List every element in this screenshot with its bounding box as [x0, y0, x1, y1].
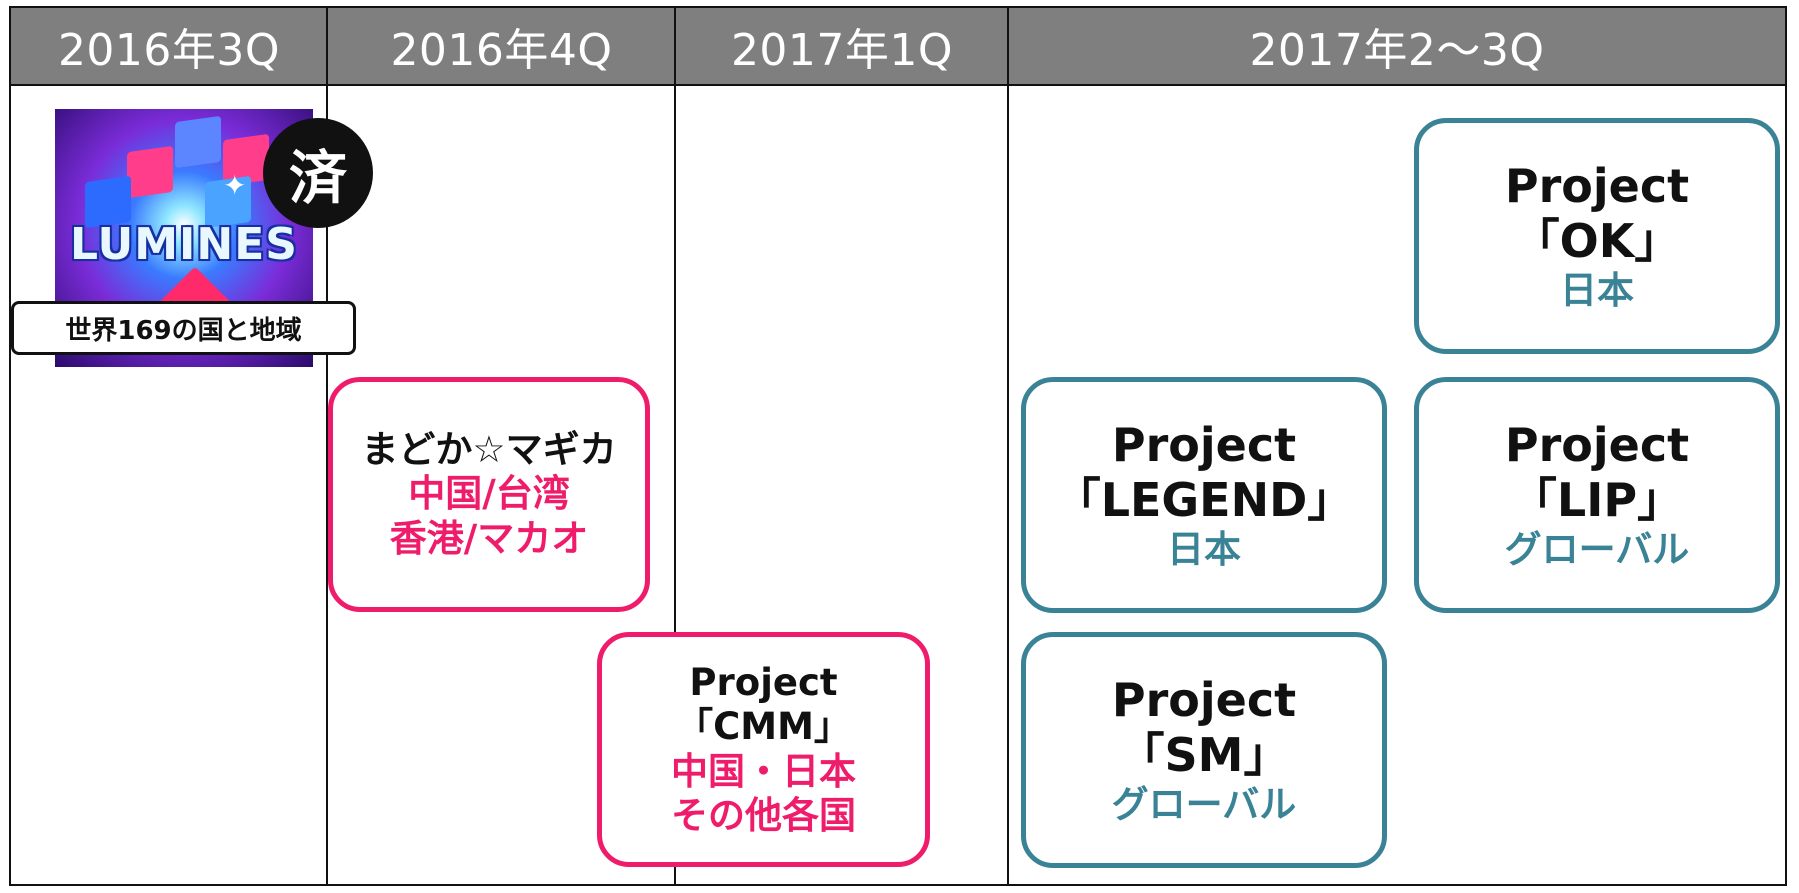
card-madoka: まどか☆マギカ 中国/台湾 香港/マカオ: [328, 377, 650, 612]
header-2016-4q: 2016年4Q: [390, 25, 613, 76]
card-ok-name: 「OK」: [1513, 213, 1681, 268]
card-madoka-region2: 香港/マカオ: [389, 516, 589, 560]
card-lip-title: Project: [1504, 417, 1690, 472]
card-ok: Project 「OK」 日本: [1414, 118, 1780, 354]
timeline-header: [9, 6, 1787, 86]
column-divider: [326, 6, 328, 886]
card-cmm-region1: 中国・日本: [671, 749, 856, 793]
card-lip-region: グローバル: [1504, 527, 1690, 571]
column-divider: [1007, 6, 1009, 886]
header-2017-1q: 2017年1Q: [730, 25, 954, 76]
card-ok-region: 日本: [1560, 268, 1634, 312]
card-cmm-name: 「CMM」: [676, 705, 851, 749]
header-2017-2-3q: 2017年2〜3Q: [1249, 25, 1545, 76]
card-sm-region: グローバル: [1111, 782, 1297, 826]
card-ok-title: Project: [1504, 158, 1690, 213]
card-madoka-region1: 中国/台湾: [408, 472, 570, 516]
card-sm-name: 「SM」: [1118, 727, 1290, 782]
lumines-region-label: 世界169の国と地域: [11, 301, 356, 355]
column-divider: [674, 6, 676, 886]
card-cmm-region2: その他各国: [671, 793, 856, 837]
card-cmm-title: Project: [689, 660, 838, 704]
card-legend: Project 「LEGEND」 日本: [1021, 377, 1387, 613]
card-lip-name: 「LIP」: [1510, 472, 1684, 527]
completed-badge: 済: [263, 118, 373, 228]
card-legend-title: Project: [1111, 417, 1297, 472]
card-legend-name: 「LEGEND」: [1054, 472, 1354, 527]
card-cmm: Project 「CMM」 中国・日本 その他各国: [597, 632, 930, 867]
lumines-logo: LUMINES: [70, 219, 298, 270]
card-lip: Project 「LIP」 グローバル: [1414, 377, 1780, 613]
card-sm: Project 「SM」 グローバル: [1021, 632, 1387, 868]
card-madoka-title: まどか☆マギカ: [361, 427, 617, 471]
header-2016-3q: 2016年3Q: [57, 25, 281, 76]
card-legend-region: 日本: [1167, 527, 1241, 571]
card-sm-title: Project: [1111, 672, 1297, 727]
